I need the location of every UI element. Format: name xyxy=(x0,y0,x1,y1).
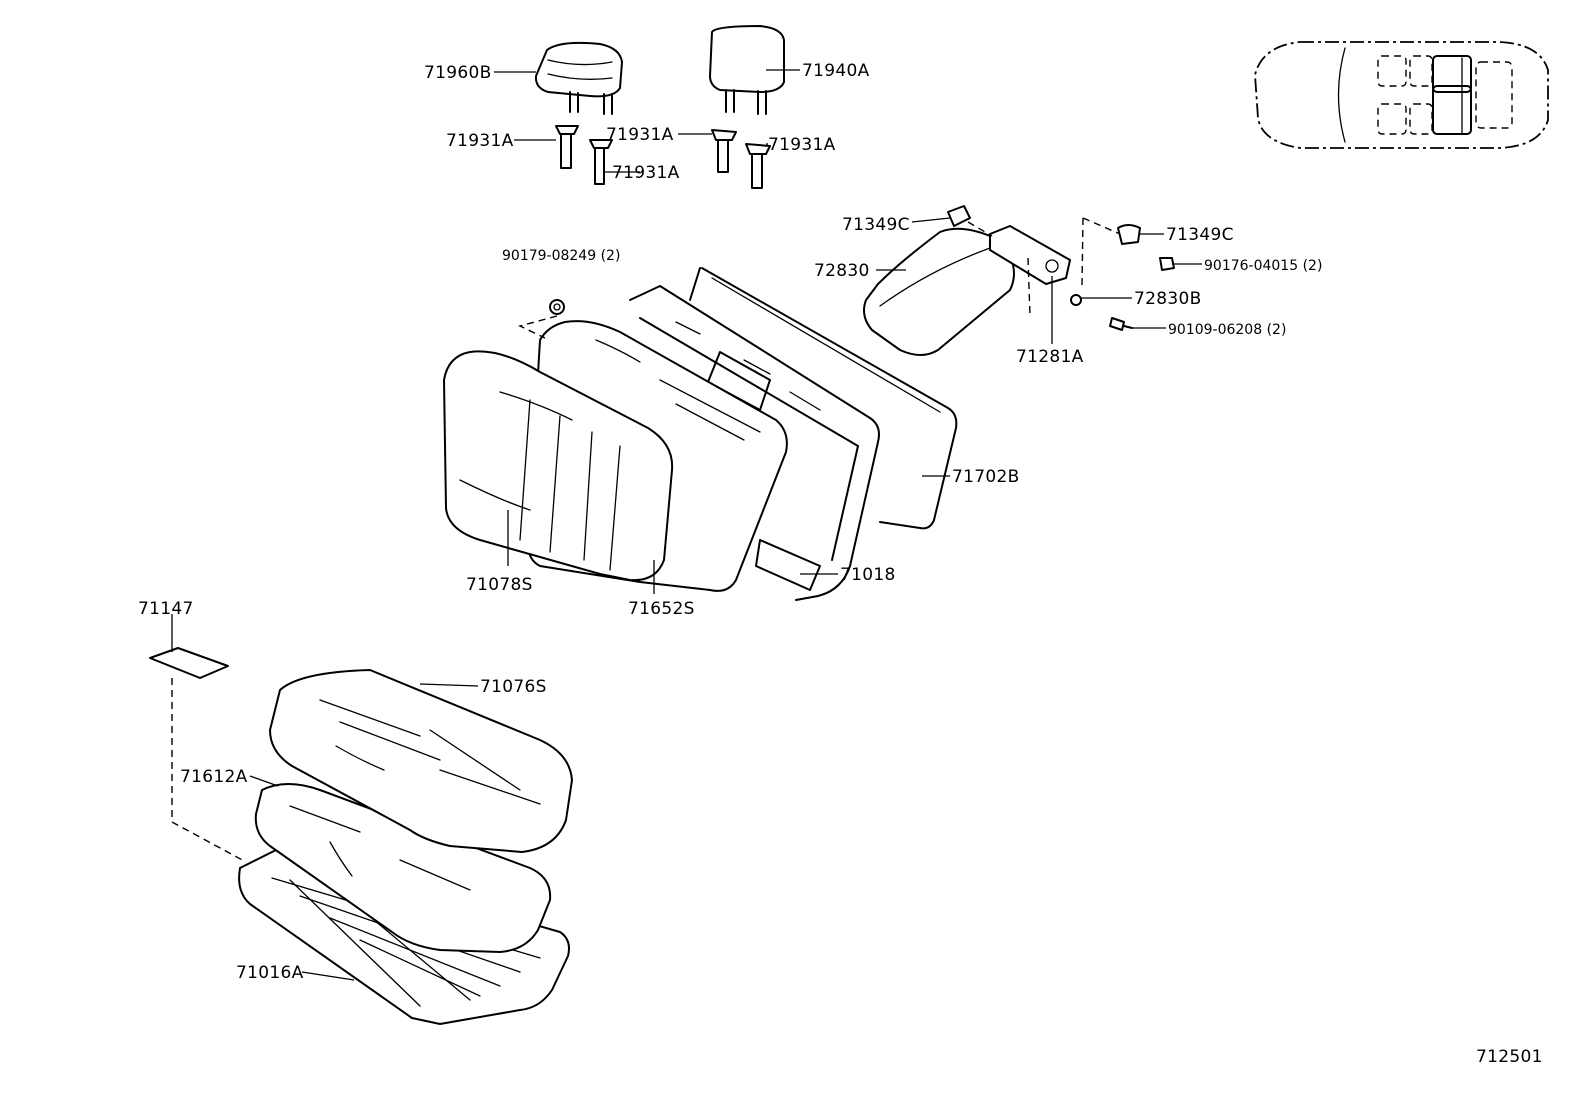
bracket-71349c-left xyxy=(947,205,993,237)
label-71940a: 71940A xyxy=(802,61,870,81)
label-71078s: 71078S xyxy=(466,575,533,595)
leader-lines xyxy=(171,69,1202,981)
seatback-frame-71018 xyxy=(629,285,880,601)
label-72830b: 72830B xyxy=(1134,289,1202,309)
label-71349c-1: 71349C xyxy=(842,215,910,235)
pad-71147 xyxy=(149,647,247,863)
seatback-board-71702b xyxy=(689,267,958,530)
seat-cushion-pad-71612a xyxy=(254,783,552,953)
label-71652s: 71652S xyxy=(628,599,695,619)
label-71016a: 71016A xyxy=(236,963,304,983)
label-71076s: 71076S xyxy=(480,677,547,697)
label-71960b: 71960B xyxy=(424,63,492,83)
label-90176-04015: 90176-04015 (2) xyxy=(1204,258,1322,274)
screw-90109-06208 xyxy=(1109,317,1133,331)
headrest-71940a xyxy=(709,25,785,115)
headrest-71960b xyxy=(534,41,623,115)
label-71931a-2: 71931A xyxy=(612,163,680,183)
label-71931a-1: 71931A xyxy=(446,131,514,151)
armrest-hinge-71281a xyxy=(989,217,1121,317)
armrest-72830 xyxy=(863,227,1015,356)
label-71612a: 71612A xyxy=(180,767,248,787)
label-71281a: 71281A xyxy=(1016,347,1084,367)
headrest-support-4 xyxy=(745,143,771,189)
bracket-71349c-right xyxy=(1117,224,1141,245)
label-71349c-2: 71349C xyxy=(1166,225,1234,245)
part-labels: 71960B 71940A 71931A 71931A 71931A 71931… xyxy=(138,61,1543,1067)
label-90109-06208: 90109-06208 (2) xyxy=(1168,322,1286,338)
label-71147: 71147 xyxy=(138,599,194,619)
seatback-cover-71078s xyxy=(443,350,674,582)
headrest-support-1 xyxy=(555,125,579,169)
seat-cushion-cover-71076s xyxy=(269,669,573,853)
headrest-support-2 xyxy=(589,139,613,185)
label-71018: 71018 xyxy=(840,565,896,585)
bushing-72830b xyxy=(1070,294,1082,306)
bolt-90176-04015 xyxy=(1159,257,1175,271)
nut-90179-08249 xyxy=(517,299,565,339)
label-71931a-4: 71931A xyxy=(768,135,836,155)
label-71702b: 71702B xyxy=(952,467,1020,487)
label-72830: 72830 xyxy=(814,261,870,281)
vehicle-locator-icon xyxy=(1254,41,1549,149)
label-90179-08249: 90179-08249 (2) xyxy=(502,248,620,264)
label-71931a-3: 71931A xyxy=(606,125,674,145)
headrest-support-3 xyxy=(711,129,737,173)
diagram-id: 712501 xyxy=(1476,1047,1543,1067)
